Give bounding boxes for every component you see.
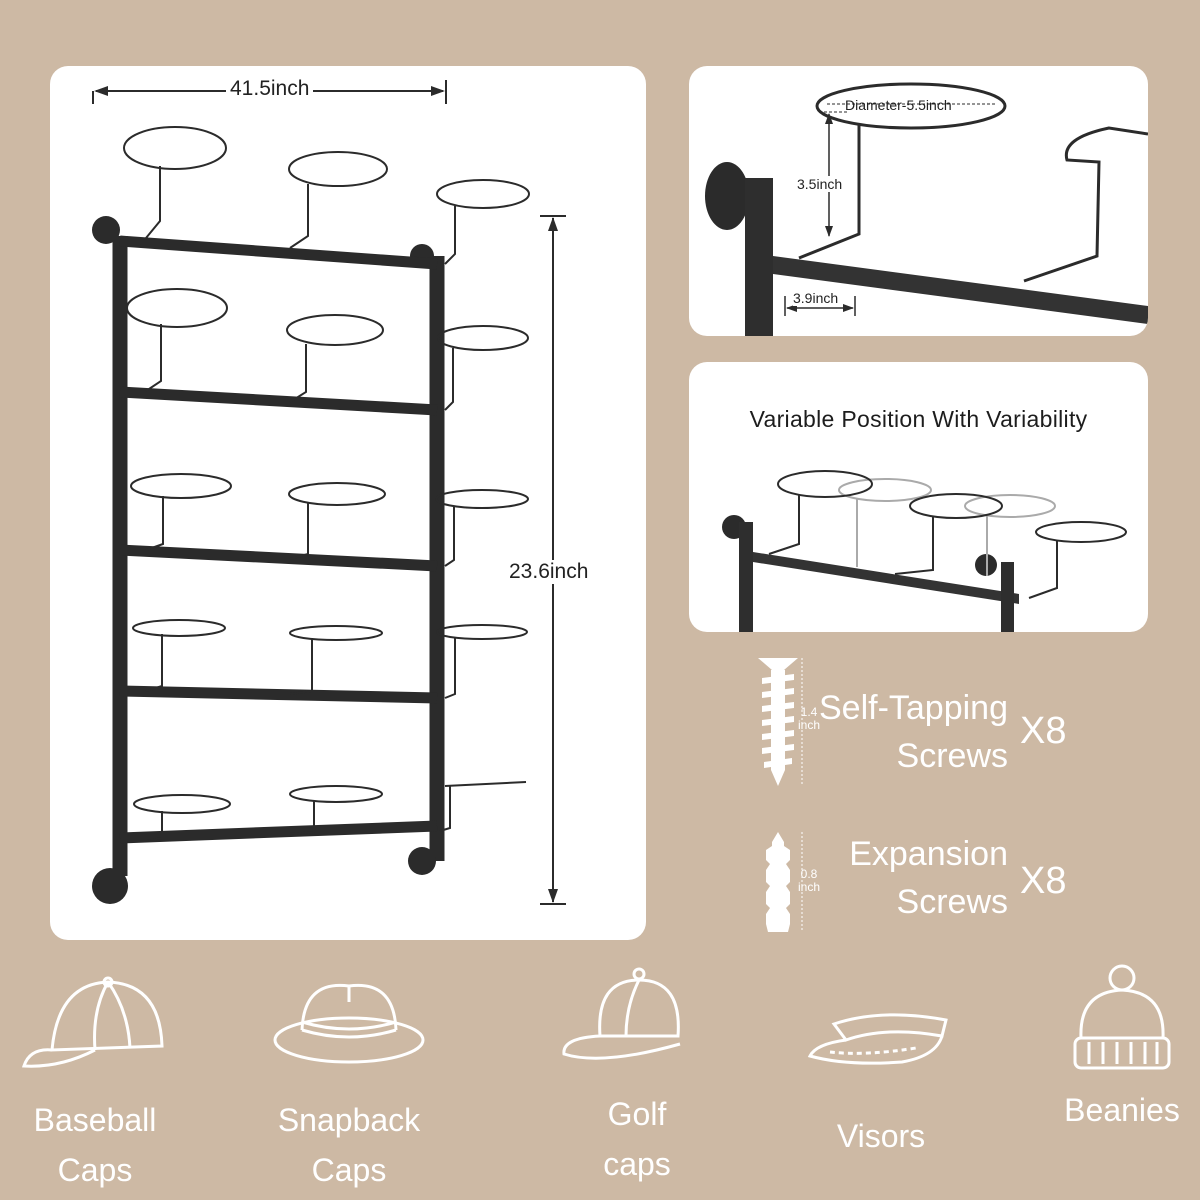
hat-label-beanies: Beanies: [1064, 1092, 1180, 1128]
hat-label-golf: Golf caps: [603, 1096, 671, 1182]
main-product-panel: 41.5inch 23.6inch: [50, 66, 646, 940]
hat-label-snapback: Snapback Caps: [277, 1102, 421, 1188]
hat-type-beanie: Beanies: [1027, 962, 1200, 1135]
height-dimension-label: 23.6inch: [505, 560, 593, 584]
expansion-size: 0.8 inch: [793, 868, 825, 894]
self-tapping-screw-icon: [758, 658, 803, 786]
ring-detail-panel: Diameter-5.5inch 3.5inch 3.9inch: [689, 66, 1148, 336]
beanie-icon: [1073, 964, 1171, 1070]
expansion-size-text: 0.8 inch: [797, 867, 820, 894]
width-dimension-label: 41.5inch: [226, 77, 314, 101]
variable-position-panel: Variable Position With Variability: [689, 362, 1148, 632]
baseball-cap-icon: [21, 976, 164, 1068]
hat-label-visors: Visors: [836, 1118, 926, 1154]
hat-type-snapback: Snapback Caps: [254, 970, 444, 1195]
expansion-anchor-icon: [766, 832, 803, 932]
fedora-hat-icon: [273, 983, 425, 1064]
diameter-label: Diameter-5.5inch: [845, 97, 952, 113]
ring-detail-illustration: [705, 82, 1148, 336]
self-tapping-quantity: X8: [1020, 710, 1067, 752]
visor-icon: [807, 1013, 948, 1065]
variable-position-title: Variable Position With Variability: [749, 406, 1088, 432]
variable-position-illustration: [722, 470, 1127, 632]
ring-spacing-label: 3.9inch: [793, 290, 839, 306]
expansion-quantity: X8: [1020, 860, 1067, 902]
hat-type-visor: Visors: [786, 1000, 976, 1161]
hat-rack-illustration: [92, 80, 566, 905]
self-tapping-size: 1.4 inch: [793, 706, 825, 732]
ring-height-label: 3.5inch: [797, 176, 843, 192]
hat-type-baseball: Baseball Caps: [0, 970, 190, 1195]
hat-label-baseball: Baseball Caps: [33, 1102, 157, 1188]
self-tapping-size-text: 1.4 inch: [797, 705, 820, 732]
self-tapping-name: Self-Tapping Screws: [818, 689, 1008, 775]
expansion-name: Expansion Screws: [849, 835, 1008, 921]
golf-cap-icon: [562, 967, 681, 1060]
hat-type-golf: Golf caps: [542, 966, 732, 1189]
